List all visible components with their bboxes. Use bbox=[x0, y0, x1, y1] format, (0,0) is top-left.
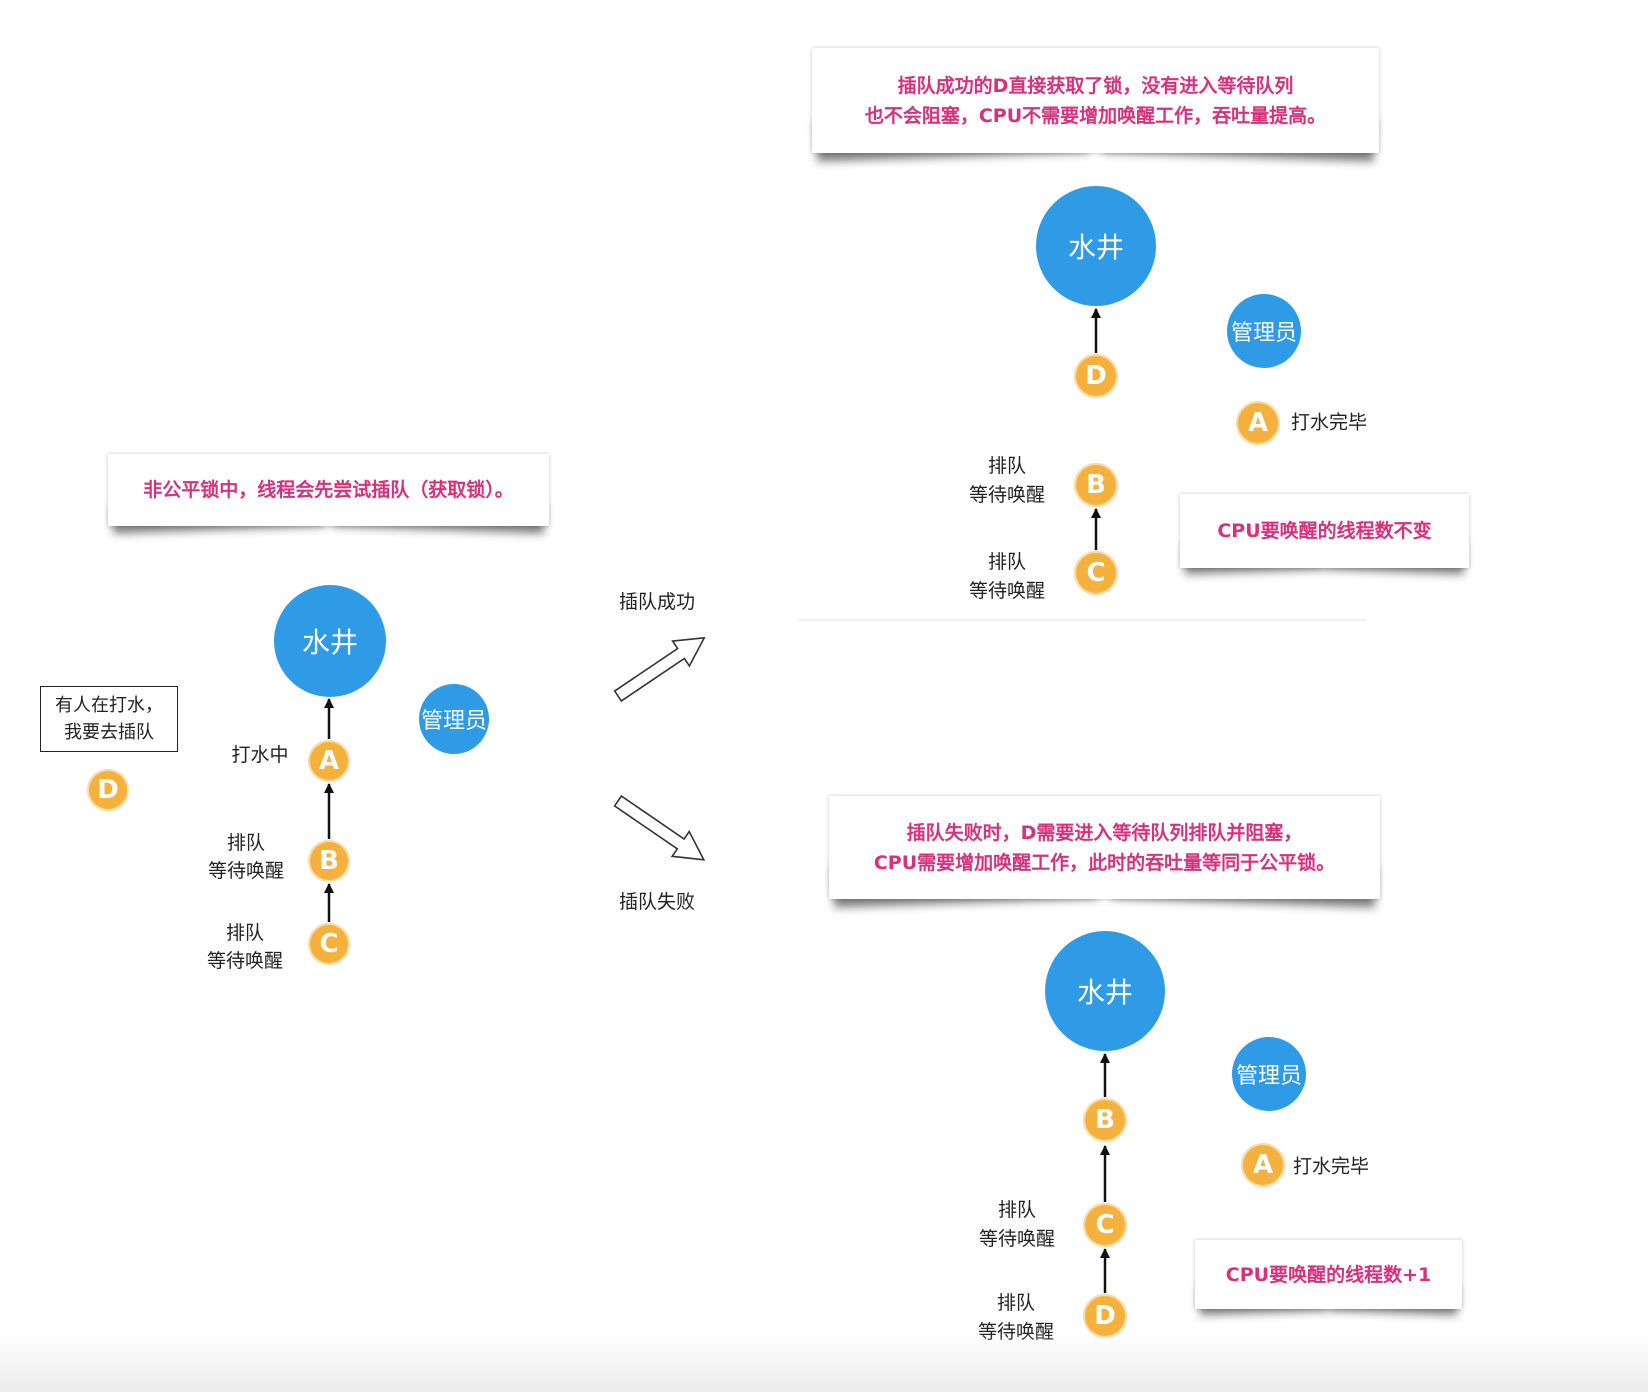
thread-b-status: 排队 等待唤醒 bbox=[208, 829, 284, 885]
thread-c-status-success-line-1: 排队 bbox=[987, 551, 1027, 573]
thread-node-d-left: D bbox=[87, 769, 129, 811]
thread-c-status: 排队 等待唤醒 bbox=[207, 919, 283, 975]
note-unfair-lock-text: 非公平锁中，线程会先尝试插队（获取锁）。 bbox=[143, 479, 514, 501]
thread-node-d-failure: D bbox=[1083, 1294, 1127, 1338]
thread-node-b-failure: B bbox=[1083, 1098, 1127, 1142]
thread-node-a-finished-failure: A bbox=[1241, 1143, 1285, 1187]
cpu-note-success: CPU要唤醒的线程数不变 bbox=[1180, 494, 1469, 568]
well-node-left: 水井 bbox=[274, 585, 386, 697]
branch-arrow-failure bbox=[613, 794, 706, 861]
thread-node-a-finished-success: A bbox=[1236, 401, 1280, 445]
thread-node-a-left: A bbox=[308, 740, 350, 782]
note-success-line-2: 也不会阻塞，CPU不需要增加唤醒工作，吞吐量提高。 bbox=[864, 104, 1327, 127]
thread-d-status-failure-line-1: 排队 bbox=[996, 1292, 1036, 1314]
thread-b-status-line-2: 等待唤醒 bbox=[207, 860, 285, 882]
branch-label-failure: 插队失败 bbox=[618, 891, 696, 913]
thought-box-line-1: 有人在打水， bbox=[55, 695, 163, 716]
thread-node-d-success: D bbox=[1074, 354, 1118, 398]
thread-c-status-success-line-2: 等待唤醒 bbox=[968, 580, 1046, 602]
cpu-note-failure: CPU要唤醒的线程数+1 bbox=[1195, 1240, 1462, 1309]
manager-node-failure: 管理员 bbox=[1232, 1037, 1306, 1111]
note-success-line-1: 插队成功的D直接获取了锁，没有进入等待队列 bbox=[897, 74, 1294, 97]
note-failure-line-2: CPU需要增加唤醒工作，此时的吞吐量等同于公平锁。 bbox=[873, 851, 1336, 874]
thread-c-status-line-2: 等待唤醒 bbox=[206, 950, 284, 972]
cpu-note-failure-text: CPU要唤醒的线程数+1 bbox=[1225, 1263, 1432, 1286]
cpu-note-success-text: CPU要唤醒的线程数不变 bbox=[1217, 520, 1432, 542]
thread-c-status-line-1: 排队 bbox=[225, 922, 265, 944]
thread-node-c-success: C bbox=[1074, 551, 1118, 595]
manager-node-left: 管理员 bbox=[419, 684, 489, 754]
thought-box-d: 有人在打水， 我要去插队 bbox=[40, 686, 178, 752]
thread-b-status-success-line-2: 等待唤醒 bbox=[968, 484, 1046, 506]
thread-node-b-left: B bbox=[308, 840, 350, 882]
note-failure-line-1: 插队失败时，D需要进入等待队列排队并阻塞， bbox=[906, 821, 1303, 844]
bottom-fade bbox=[0, 1332, 1648, 1392]
note-failure: 插队失败时，D需要进入等待队列排队并阻塞， CPU需要增加唤醒工作，此时的吞吐量… bbox=[829, 796, 1380, 899]
branch-arrow-success bbox=[613, 636, 706, 703]
thread-b-status-success-line-1: 排队 bbox=[987, 455, 1027, 477]
note-unfair-lock: 非公平锁中，线程会先尝试插队（获取锁）。 bbox=[108, 454, 549, 526]
thread-c-status-failure-line-1: 排队 bbox=[997, 1199, 1037, 1221]
branch-label-success: 插队成功 bbox=[618, 591, 696, 613]
thread-node-c-failure: C bbox=[1083, 1203, 1127, 1247]
thread-c-status-success: 排队 等待唤醒 bbox=[969, 548, 1045, 606]
thread-a-status-line: 打水中 bbox=[231, 744, 289, 766]
thread-node-c-left: C bbox=[308, 923, 350, 965]
thought-box-line-2: 我要去插队 bbox=[64, 722, 154, 743]
thread-a-finished-label-failure: 打水完毕 bbox=[1293, 1155, 1370, 1178]
thread-a-status: 打水中 bbox=[231, 741, 288, 769]
thread-a-finished-label-success: 打水完毕 bbox=[1291, 411, 1368, 434]
thread-b-status-success: 排队 等待唤醒 bbox=[969, 452, 1045, 510]
thread-c-status-failure-line-2: 等待唤醒 bbox=[978, 1228, 1056, 1250]
thread-node-b-success: B bbox=[1074, 463, 1118, 507]
well-node-success: 水井 bbox=[1036, 186, 1156, 306]
well-node-failure: 水井 bbox=[1045, 931, 1165, 1051]
thread-c-status-failure: 排队 等待唤醒 bbox=[979, 1196, 1055, 1254]
thread-b-status-line-1: 排队 bbox=[226, 832, 266, 854]
manager-node-success: 管理员 bbox=[1227, 294, 1301, 368]
note-success: 插队成功的D直接获取了锁，没有进入等待队列 也不会阻塞，CPU不需要增加唤醒工作… bbox=[812, 48, 1379, 153]
